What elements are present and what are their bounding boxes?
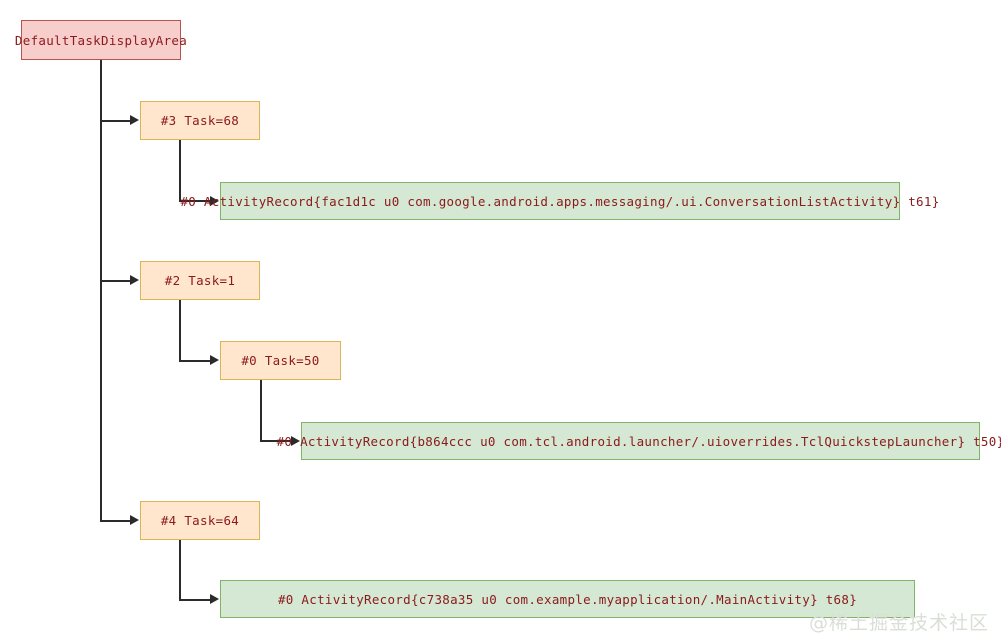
node-label: #3 Task=68 [160,113,240,128]
edge-root-to-task68 [100,120,131,122]
node-label: #2 Task=1 [164,273,236,288]
edge-task50-to-activity50-vertical [260,380,262,441]
edge-task1-to-task50-vertical [179,300,181,361]
node-label: #0 Task=50 [241,353,320,368]
node-label: #4 Task=64 [160,513,240,528]
edge-task68-to-activity61-horizontal [179,200,211,202]
node-activity-record-t50[interactable]: #0 ActivityRecord{b864ccc u0 com.tcl.and… [277,422,1001,460]
edge-task64-to-activity68-horizontal [179,599,211,601]
node-task-50[interactable]: #0 Task=50 [220,341,341,380]
edge-root-spine [100,60,102,521]
node-label: DefaultTaskDisplayArea [14,32,188,48]
edge-task64-to-activity68-vertical [179,540,181,600]
node-label: #0 ActivityRecord{c738a35 u0 com.example… [277,591,858,607]
arrowhead-task50-to-activity50 [291,436,300,446]
arrowhead-root-to-task1 [130,275,139,285]
node-task-64[interactable]: #4 Task=64 [140,501,260,540]
node-default-task-display-area[interactable]: DefaultTaskDisplayArea [15,20,187,60]
arrowhead-root-to-task68 [130,115,139,125]
node-activity-record-t68[interactable]: #0 ActivityRecord{c738a35 u0 com.example… [220,580,915,618]
edge-root-to-task64 [100,520,131,522]
edge-task50-to-activity50-horizontal [260,440,292,442]
arrowhead-task64-to-activity68 [210,594,219,604]
edge-root-to-task1 [100,280,131,282]
arrowhead-task1-to-task50 [210,355,219,365]
arrowhead-task68-to-activity61 [210,196,219,206]
edge-task68-to-activity61-vertical [179,140,181,201]
arrowhead-root-to-task64 [130,515,139,525]
node-label: #0 ActivityRecord{b864ccc u0 com.tcl.and… [276,433,1001,449]
node-task-68[interactable]: #3 Task=68 [140,101,260,140]
edge-task1-to-task50-horizontal [179,360,211,362]
node-label: #0 ActivityRecord{fac1d1c u0 com.google.… [180,193,940,209]
node-activity-record-t61[interactable]: #0 ActivityRecord{fac1d1c u0 com.google.… [180,182,939,220]
node-task-1[interactable]: #2 Task=1 [140,261,260,300]
